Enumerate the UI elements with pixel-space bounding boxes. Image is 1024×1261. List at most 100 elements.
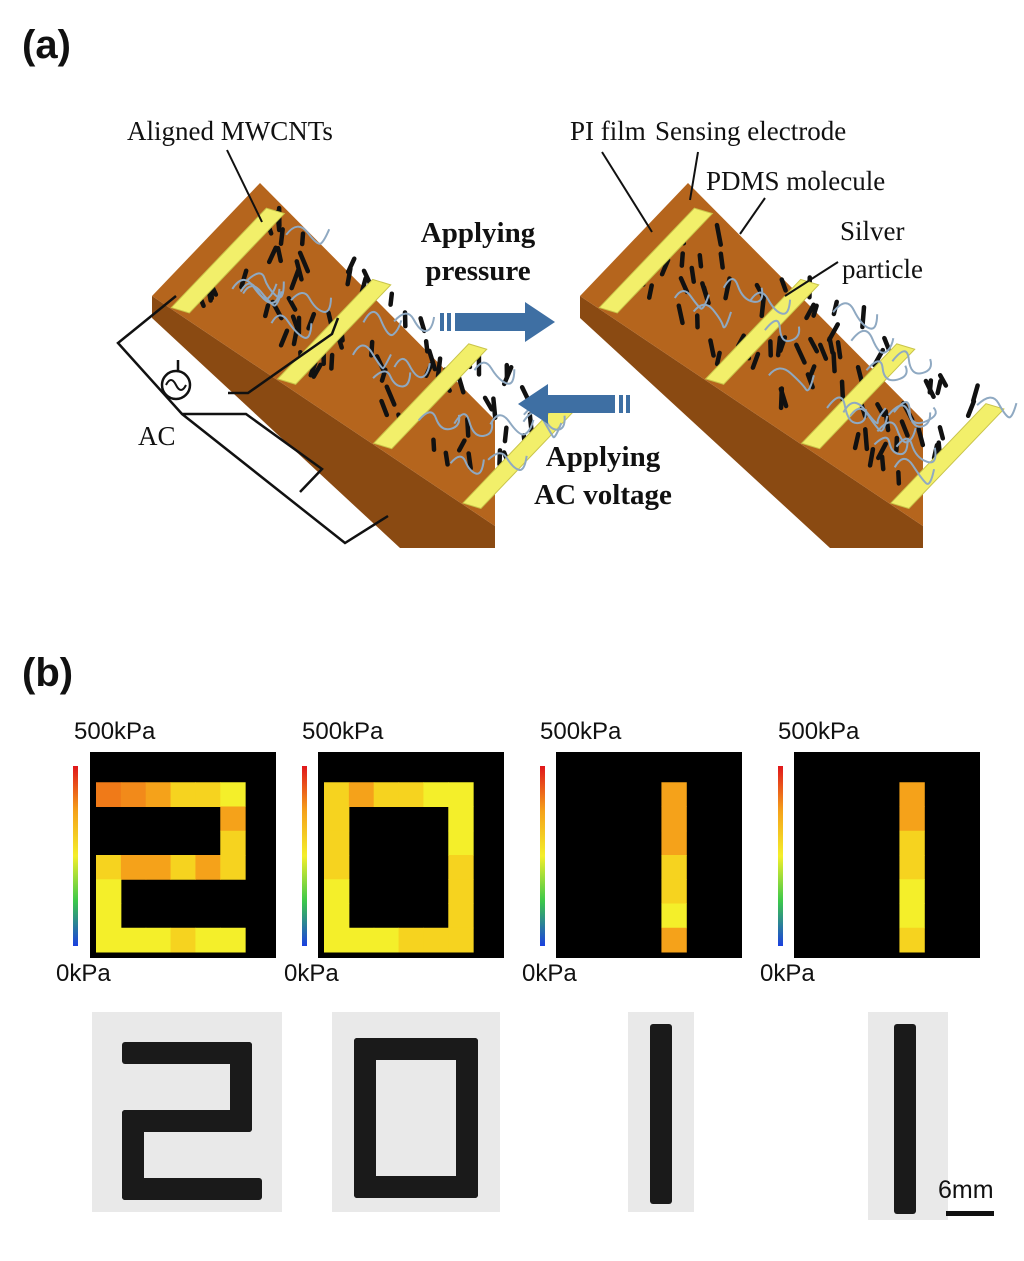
pressure-cell <box>448 855 474 880</box>
pressure-cell <box>324 879 350 904</box>
pressure-cell <box>195 855 221 880</box>
pdms-molecule <box>895 437 937 464</box>
pdms-molecule <box>842 401 887 425</box>
pdms-molecule <box>417 411 461 431</box>
pdms-molecule <box>722 278 764 303</box>
scale-min-label: 0kPa <box>522 960 577 987</box>
mwcnt-rod <box>646 283 654 300</box>
mwcnt-rod <box>714 350 722 367</box>
tubes-right <box>673 278 1018 485</box>
mwcnt-rod <box>659 257 671 277</box>
mwcnt-rod <box>289 268 301 291</box>
scale-min-label: 0kPa <box>56 960 111 987</box>
pdms-molecule <box>692 303 732 329</box>
pressure-cell <box>661 927 687 953</box>
mwcnt-rod <box>839 379 846 404</box>
mwcnt-rod <box>423 338 430 354</box>
panel-a-label: (a) <box>22 23 71 67</box>
pressure-cell <box>324 806 350 832</box>
printed-stroke <box>650 1024 672 1204</box>
mwcnt-rod <box>714 222 724 247</box>
pressure-cell <box>448 903 474 929</box>
pdms-molecule <box>832 302 879 330</box>
mwcnt-rod <box>831 351 837 374</box>
map-background <box>556 752 742 958</box>
pdms-molecule <box>290 292 333 313</box>
pdms-molecule <box>489 414 535 436</box>
pressure-map-3: 500kPa 0kPa <box>522 718 742 987</box>
mwcnt-rod <box>775 335 783 358</box>
mwcnt-rod <box>418 316 427 334</box>
color-scale-bar <box>778 766 783 946</box>
back-label-line2: AC voltage <box>534 479 672 511</box>
scale-max-label: 500kPa <box>540 718 622 745</box>
sensing-electrode <box>889 403 1005 510</box>
callout-line-pi-film <box>601 151 653 233</box>
mwcnt-rod <box>676 303 685 326</box>
mwcnt-rod <box>306 311 317 331</box>
mwcnt-rod <box>379 398 390 418</box>
electrodes-right <box>598 207 1005 510</box>
pressure-cell <box>220 782 246 807</box>
mwcnt-rod <box>935 378 943 396</box>
mwcnt-rod <box>456 438 467 453</box>
device-right <box>580 183 1018 548</box>
mwcnt-rod <box>431 437 437 452</box>
pressure-cell <box>220 806 246 832</box>
pressure-cell <box>899 830 925 856</box>
mwcnt-rod <box>427 348 438 372</box>
callout-line-mwcnts <box>226 149 263 223</box>
scale-max-label: 500kPa <box>302 718 384 745</box>
pdms-molecule <box>876 421 917 444</box>
scale-max-label: 500kPa <box>778 718 860 745</box>
pdms-molecule <box>393 312 436 333</box>
callout-silver-line1: Silver <box>840 216 905 246</box>
mwcnt-rod <box>384 384 397 407</box>
pressure-cell <box>96 927 122 953</box>
pressure-cell <box>423 782 449 807</box>
pressure-cell <box>661 830 687 856</box>
mwcnt-rod <box>937 425 946 441</box>
pressure-cell <box>324 782 350 807</box>
mwcnt-rod <box>456 375 466 395</box>
callout-pi-film: PI film <box>570 116 646 146</box>
digit-photo-3 <box>628 1012 694 1212</box>
pdms-molecule <box>764 319 801 343</box>
mwcnt-rod <box>779 277 788 293</box>
mwcnt-rod <box>275 245 283 264</box>
digit-photo-4 <box>868 1012 948 1220</box>
color-scale-bar <box>302 766 307 946</box>
printed-stroke <box>122 1178 262 1200</box>
digit-photo-1 <box>92 1012 282 1212</box>
back-arrow-icon <box>518 384 630 424</box>
printed-stroke <box>354 1038 478 1060</box>
sensing-electrode <box>170 207 286 314</box>
pdms-molecule <box>865 360 908 382</box>
pressure-cell <box>398 927 424 953</box>
pdms-molecule <box>242 285 283 307</box>
printed-stroke <box>122 1110 252 1132</box>
mwcnt-rod <box>263 303 271 319</box>
mwcnt-rod <box>927 378 934 395</box>
mwcnt-rod <box>708 338 716 358</box>
pressure-cell <box>195 927 221 953</box>
digit-photos <box>92 1012 948 1220</box>
mwcnt-rod <box>811 303 819 318</box>
mwcnt-rod <box>937 373 949 388</box>
pressure-cell <box>661 855 687 880</box>
mwcnt-rod <box>435 356 443 379</box>
callout-line-silver <box>784 261 839 297</box>
mwcnt-rod <box>465 416 471 438</box>
pressure-cell <box>120 782 147 807</box>
pressure-cell <box>195 782 221 807</box>
pressure-cell <box>120 855 147 880</box>
pressure-cell <box>120 927 147 953</box>
pdms-molecule <box>826 396 867 425</box>
mwcnt-rod <box>916 426 926 448</box>
mwcnt-rod <box>778 386 785 411</box>
mwcnt-rod <box>278 227 285 246</box>
printed-stroke <box>122 1110 144 1200</box>
